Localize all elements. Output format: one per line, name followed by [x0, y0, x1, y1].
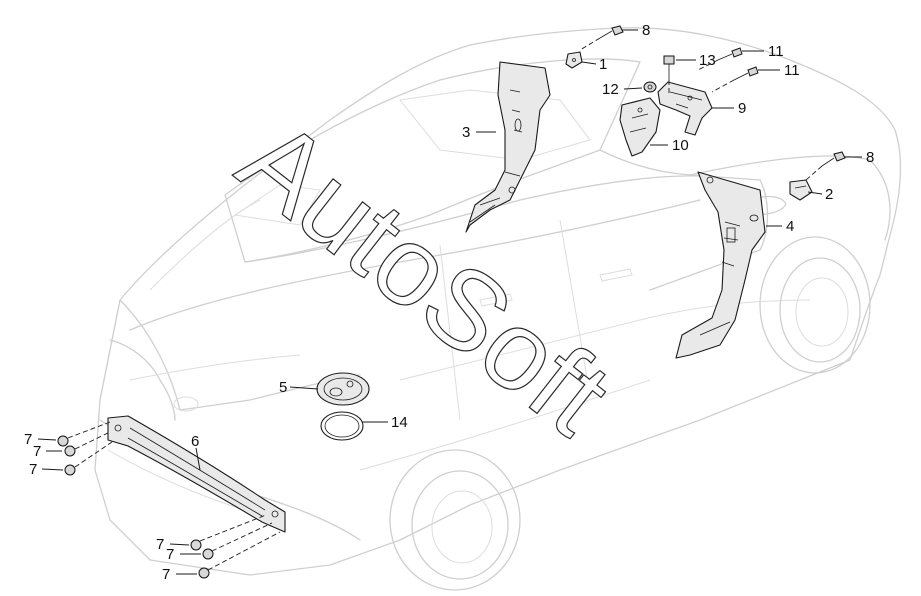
callout-2: 2 — [825, 186, 833, 203]
callout-leaders — [37, 29, 862, 575]
callout-12: 12 — [602, 81, 619, 98]
part-4-pillar-right — [675, 171, 766, 359]
part-14-gasket — [320, 411, 364, 441]
callout-1: 1 — [599, 56, 607, 73]
callout-14: 14 — [391, 414, 408, 431]
part-6-bumper-beam — [107, 415, 286, 533]
callout-11-top: 11 — [768, 43, 784, 60]
callout-7-b: 7 — [33, 443, 41, 460]
callout-7-f: 7 — [162, 566, 170, 583]
part-13-bolt — [663, 55, 675, 96]
callout-5: 5 — [279, 379, 287, 396]
callout-3: 3 — [462, 124, 470, 141]
part-8-bolts — [579, 25, 846, 181]
callout-11-bottom: 11 — [784, 62, 800, 79]
callout-7-a: 7 — [24, 431, 32, 448]
part-5-filler-housing — [316, 372, 370, 406]
callout-6: 6 — [191, 433, 199, 450]
callout-9: 9 — [738, 100, 746, 117]
callout-labels: 1 2 3 4 5 6 8 8 9 10 11 11 12 13 14 7 7 … — [24, 22, 874, 583]
car-body-outline — [94, 27, 902, 591]
callout-4: 4 — [786, 218, 794, 235]
callout-8-top: 8 — [642, 22, 650, 39]
part-3-pillar-left — [465, 61, 551, 233]
callout-10: 10 — [672, 137, 689, 154]
svg-text:AutoSoft: AutoSoft — [217, 95, 633, 458]
part-2-bracket — [789, 179, 813, 201]
callout-7-d: 7 — [156, 536, 164, 553]
callout-7-c: 7 — [29, 461, 37, 478]
part-11-bolts — [697, 47, 759, 93]
part-7-nuts — [57, 421, 281, 579]
callout-13: 13 — [699, 52, 716, 69]
part-9-bracket-assembly — [657, 81, 713, 136]
part-10-panel — [619, 97, 661, 157]
part-1-bracket — [565, 51, 583, 69]
callout-8-right: 8 — [866, 149, 874, 166]
watermark: AutoSoft — [217, 95, 634, 459]
part-12-nut — [643, 81, 657, 93]
callout-7-e: 7 — [166, 546, 174, 563]
